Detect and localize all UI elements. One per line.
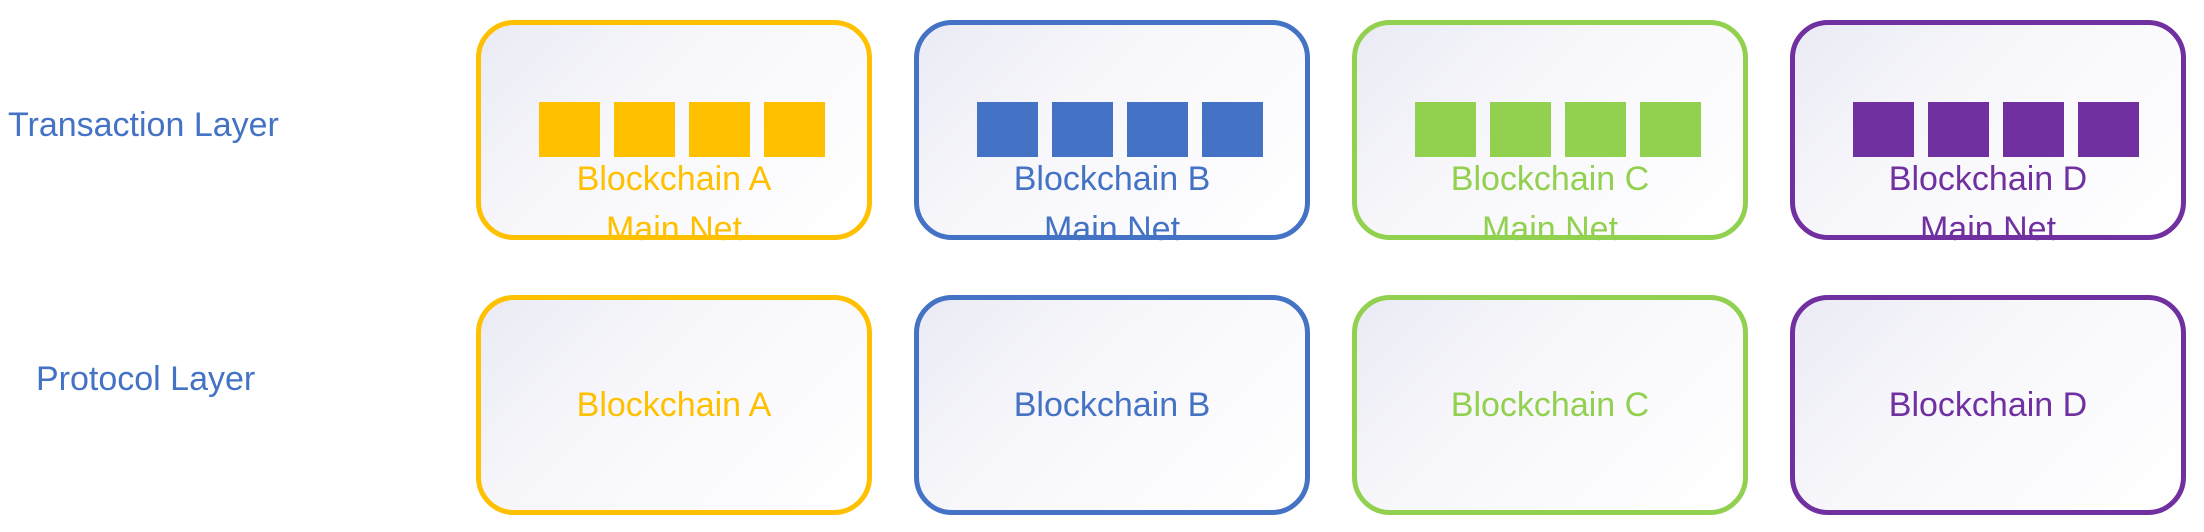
- chain-name: Blockchain B: [1013, 160, 1211, 198]
- protocol-box-blockchain-c: Blockchain C: [1352, 295, 1748, 515]
- block: [2003, 102, 2064, 157]
- protocol-box-blockchain-d: Blockchain D: [1790, 295, 2186, 515]
- block: [1052, 102, 1113, 157]
- net-name: Main Net: [605, 210, 743, 248]
- net-name: Main Net: [1481, 210, 1619, 248]
- protocol-box-blockchain-a: Blockchain A: [476, 295, 872, 515]
- transaction-layer-label: Transaction Layer: [8, 106, 279, 144]
- protocol-layer-label: Protocol Layer: [36, 360, 256, 398]
- net-name: Main Net: [1919, 210, 2057, 248]
- block: [614, 102, 675, 157]
- main-net-label: Blockchain D Main Net: [1795, 154, 2181, 254]
- main-net-label: Blockchain B Main Net: [919, 154, 1305, 254]
- chain-name: Blockchain D: [1888, 385, 2088, 424]
- block-group: [1415, 102, 1701, 157]
- block: [1202, 102, 1263, 157]
- block-group: [977, 102, 1263, 157]
- block: [1853, 102, 1914, 157]
- block: [1565, 102, 1626, 157]
- block: [539, 102, 600, 157]
- protocol-box-blockchain-b: Blockchain B: [914, 295, 1310, 515]
- block: [1415, 102, 1476, 157]
- main-net-label: Blockchain C Main Net: [1357, 154, 1743, 254]
- block-group: [539, 102, 825, 157]
- net-name: Main Net: [1043, 210, 1181, 248]
- chain-name: Blockchain D: [1888, 160, 2088, 198]
- block: [1640, 102, 1701, 157]
- block: [1490, 102, 1551, 157]
- chain-name: Blockchain C: [1450, 385, 1650, 424]
- block: [977, 102, 1038, 157]
- main-net-label: Blockchain A Main Net: [481, 154, 867, 254]
- block: [689, 102, 750, 157]
- transaction-box-blockchain-a: Blockchain A Main Net: [476, 20, 872, 248]
- block: [1127, 102, 1188, 157]
- block: [2078, 102, 2139, 157]
- block: [1928, 102, 1989, 157]
- chain-name: Blockchain A: [576, 160, 772, 198]
- block-group: [1853, 102, 2139, 157]
- chain-name: Blockchain B: [1013, 385, 1211, 424]
- transaction-box-blockchain-c: Blockchain C Main Net: [1352, 20, 1748, 248]
- chain-name: Blockchain A: [576, 385, 772, 424]
- transaction-box-blockchain-b: Blockchain B Main Net: [914, 20, 1310, 248]
- chain-name: Blockchain C: [1450, 160, 1650, 198]
- block: [764, 102, 825, 157]
- transaction-box-blockchain-d: Blockchain D Main Net: [1790, 20, 2186, 248]
